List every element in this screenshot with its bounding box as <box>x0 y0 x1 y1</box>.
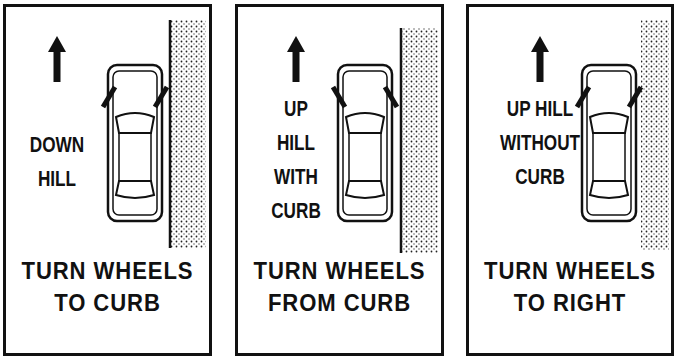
front-wheel <box>103 87 115 107</box>
curb-stipple <box>170 20 206 248</box>
instruction-text: TURN WHEELS FROM CURB <box>246 255 433 319</box>
curb-line <box>400 28 403 253</box>
slope-label: UP HILL WITHOUT CURB <box>500 92 580 194</box>
instruction-panel: UP HILL WITH CURB TURN WHEELS FROM CURB <box>235 4 444 356</box>
direction-arrow-shaft <box>54 50 61 82</box>
front-wheel <box>385 87 397 107</box>
direction-arrow-head <box>531 36 549 52</box>
instruction-panel: UP HILL WITHOUT CURB TURN WHEELS TO RIGHT <box>466 4 674 356</box>
direction-arrow-shaft <box>537 50 544 82</box>
direction-arrow-shaft <box>293 50 300 82</box>
instruction-text: TURN WHEELS TO CURB <box>14 255 201 319</box>
curb-stipple <box>401 28 438 253</box>
curb-line <box>169 20 172 248</box>
slope-label: DOWN HILL <box>30 128 84 196</box>
slope-label: UP HILL WITH CURB <box>271 92 321 228</box>
direction-arrow-head <box>287 36 305 52</box>
front-wheel <box>333 87 345 107</box>
shoulder-stipple <box>641 20 669 250</box>
instruction-text: TURN WHEELS TO RIGHT <box>477 255 663 319</box>
front-wheel <box>577 87 589 107</box>
instruction-panel: DOWN HILL TURN WHEELS TO CURB <box>3 4 212 356</box>
direction-arrow-head <box>48 36 66 52</box>
front-wheel <box>629 87 641 107</box>
front-wheel <box>155 87 167 107</box>
